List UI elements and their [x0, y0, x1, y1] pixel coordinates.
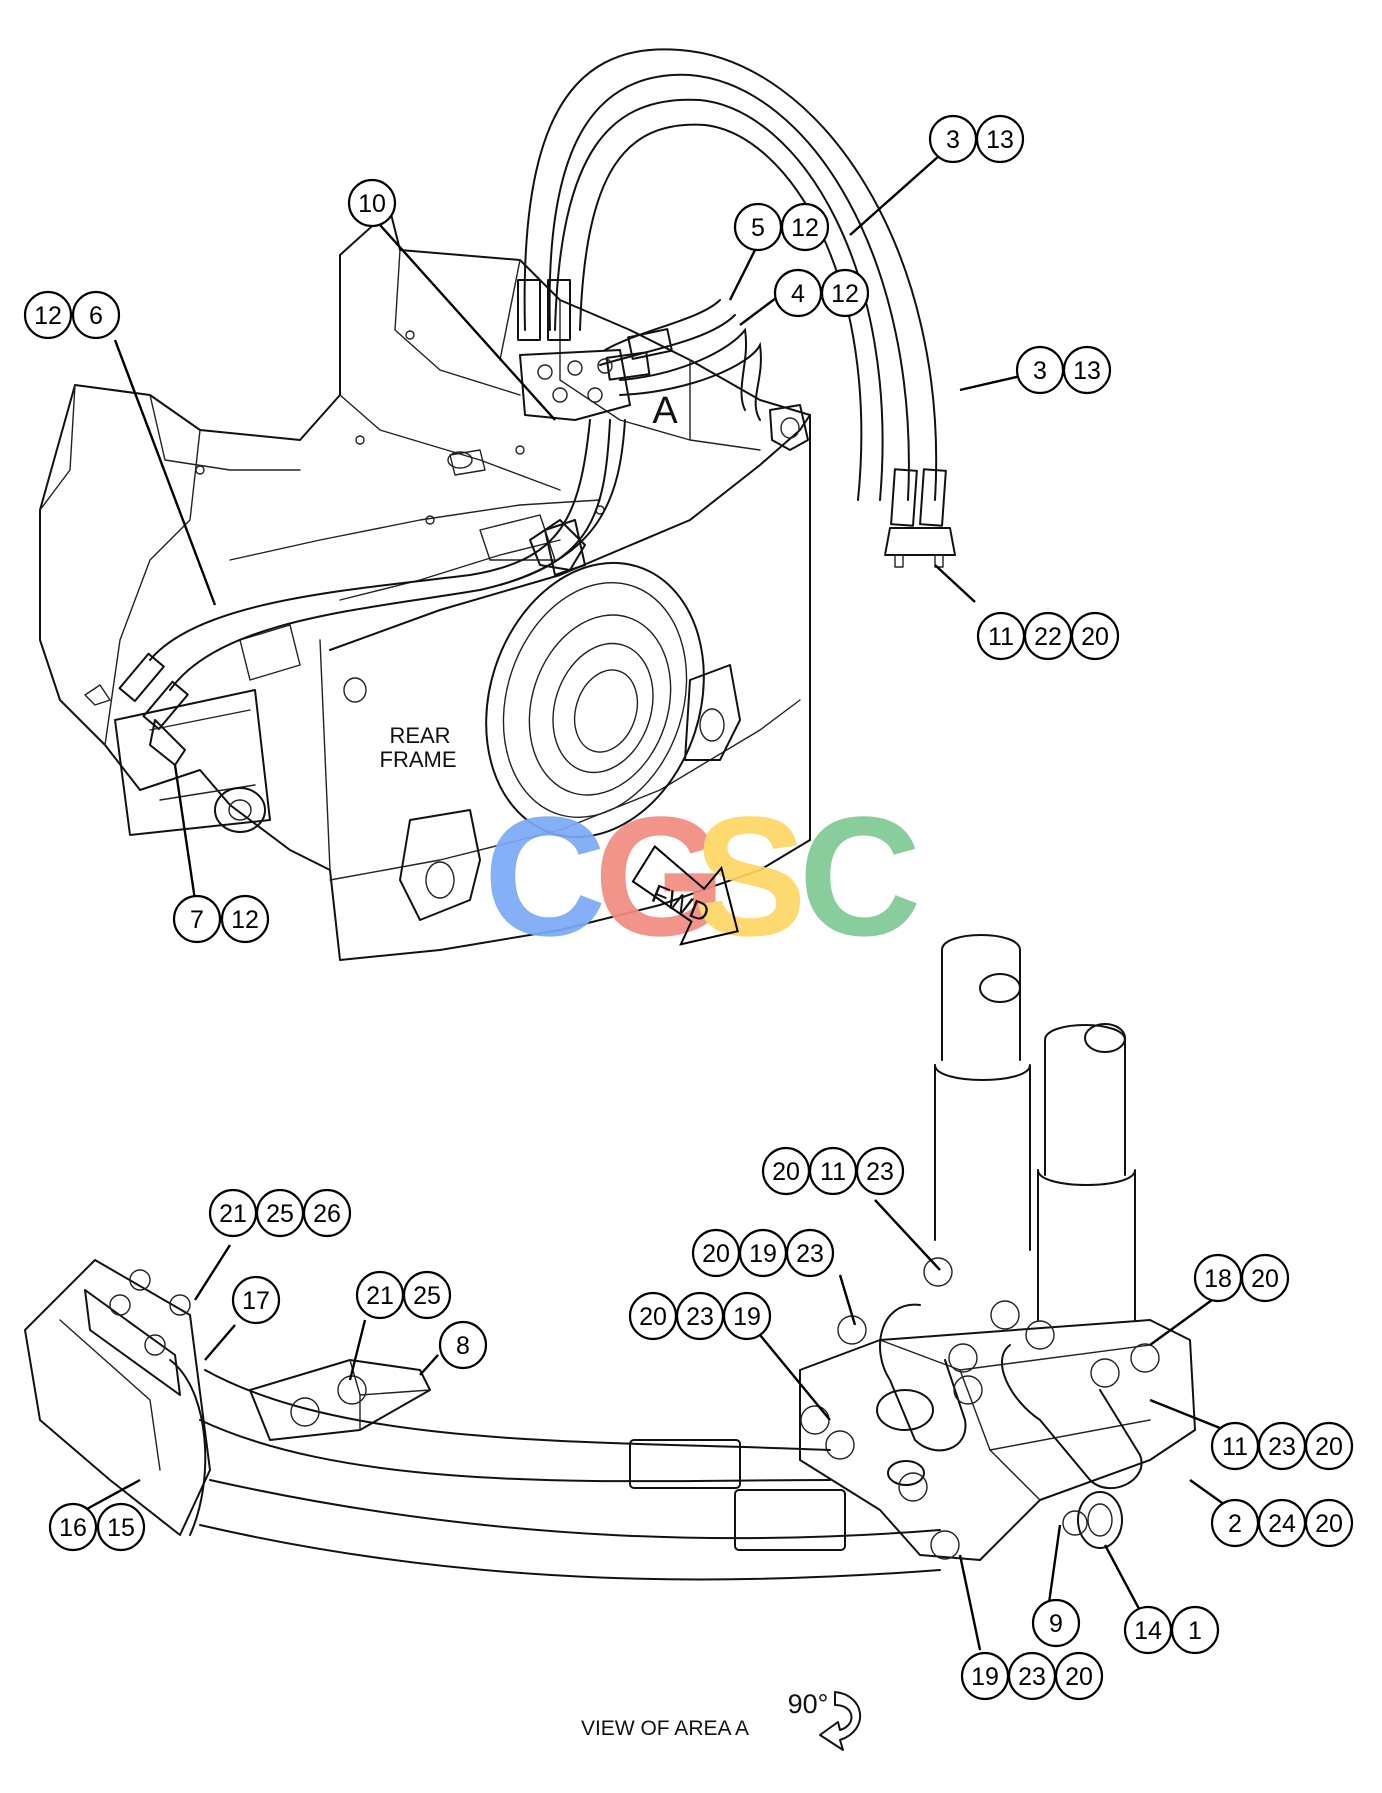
- callout-14-1: 14 1: [1123, 1605, 1220, 1655]
- callout-21-25-num-1: 21: [366, 1282, 394, 1310]
- callout-12-6-num-2: 6: [89, 302, 103, 330]
- callout-3-13-mid: 3 13: [1015, 345, 1112, 395]
- callout-20-11-23-num-2: 11: [820, 1158, 846, 1186]
- callout-17: 17: [231, 1275, 281, 1325]
- watermark-letter-1: C: [484, 782, 607, 972]
- upper-hoses: [84, 48, 956, 766]
- callout-18-20: 18 20: [1193, 1253, 1290, 1303]
- callout-19-23-20-num-2: 23: [1018, 1663, 1046, 1691]
- callout-9: 9: [1031, 1598, 1081, 1648]
- watermark-letter-3: S: [693, 782, 806, 972]
- callout-20-11-23: 20 11 23: [761, 1146, 905, 1196]
- callout-4-12-num-2: 12: [831, 280, 859, 308]
- callout-20-19-23-num-1: 20: [702, 1240, 730, 1268]
- cgsc-watermark: C G S C: [484, 782, 922, 972]
- callout-20-23-19-num-2: 23: [686, 1303, 714, 1331]
- callout-17-num-1: 17: [242, 1287, 270, 1315]
- callout-11-22-20-num-3: 20: [1081, 623, 1109, 651]
- callout-19-23-20: 19 23 20: [960, 1651, 1104, 1701]
- watermark-letter-2: G: [594, 782, 726, 972]
- callout-20-23-19-num-1: 20: [639, 1303, 667, 1331]
- callout-3-13-mid-num-2: 13: [1073, 357, 1101, 385]
- callout-21-25-26-num-3: 26: [313, 1200, 341, 1228]
- callout-9-num-1: 9: [1049, 1610, 1063, 1638]
- rear-frame-label-line1: REAR: [389, 723, 450, 748]
- callout-4-12: 4 12: [773, 268, 870, 318]
- callout-19-23-20-num-3: 20: [1065, 1663, 1093, 1691]
- callout-11-22-20-num-1: 11: [988, 623, 1014, 651]
- callout-8-num-1: 8: [456, 1332, 470, 1360]
- callout-20-11-23-num-1: 20: [772, 1158, 800, 1186]
- callout-3-13-top-num-1: 3: [946, 126, 960, 154]
- callout-16-15: 16 15: [48, 1502, 146, 1552]
- callout-2-24-20-num-3: 20: [1315, 1510, 1343, 1538]
- callout-20-19-23: 20 19 23: [691, 1228, 835, 1278]
- callout-14-1-num-1: 14: [1134, 1617, 1162, 1645]
- callout-10-num-1: 10: [358, 190, 386, 218]
- callout-16-15-num-2: 15: [107, 1514, 135, 1542]
- callout-2-24-20: 2 24 20: [1210, 1498, 1354, 1548]
- rear-frame-label-line2: FRAME: [380, 747, 457, 772]
- callout-20-19-23-num-3: 23: [796, 1240, 824, 1268]
- callout-3-13-top-num-2: 13: [986, 126, 1014, 154]
- callout-20-23-19: 20 23 19: [628, 1291, 772, 1341]
- callout-20-19-23-num-2: 19: [749, 1240, 777, 1268]
- callout-5-12-num-1: 5: [751, 214, 765, 242]
- callout-7-12-num-2: 12: [231, 906, 259, 934]
- area-label: A: [652, 390, 678, 432]
- callout-5-12: 5 12: [733, 202, 830, 252]
- callout-11-23-20-num-3: 20: [1315, 1433, 1343, 1461]
- callout-2-24-20-num-1: 2: [1228, 1510, 1242, 1538]
- callout-11-22-20-num-2: 22: [1034, 623, 1062, 651]
- callout-19-23-20-num-1: 19: [971, 1663, 999, 1691]
- callout-11-23-20-num-2: 23: [1268, 1433, 1296, 1461]
- callout-18-20-num-1: 18: [1204, 1265, 1232, 1293]
- callout-21-25-26: 21 25 26: [208, 1188, 352, 1238]
- callout-3-13-top: 3 13: [928, 114, 1025, 164]
- callout-2-24-20-num-2: 24: [1268, 1510, 1296, 1538]
- rotation-label: 90°: [788, 1689, 829, 1719]
- callout-21-25: 21 25: [355, 1270, 452, 1320]
- callout-11-23-20: 11 23 20: [1210, 1421, 1354, 1471]
- callout-21-25-26-num-1: 21: [219, 1200, 247, 1228]
- callout-10: 10: [347, 178, 397, 228]
- callout-21-25-num-2: 25: [413, 1282, 441, 1310]
- callout-5-12-num-2: 12: [791, 214, 819, 242]
- callout-8: 8: [438, 1320, 488, 1370]
- callout-16-15-num-1: 16: [59, 1514, 87, 1542]
- callout-7-12: 7 12: [172, 894, 270, 944]
- callout-7-12-num-1: 7: [190, 906, 204, 934]
- callout-12-6-num-1: 12: [34, 302, 62, 330]
- callout-20-11-23-num-3: 23: [866, 1158, 894, 1186]
- view-caption: VIEW OF AREA A: [581, 1717, 749, 1740]
- rotation-arrow-icon: [819, 1691, 861, 1751]
- callout-11-23-20-num-1: 11: [1222, 1433, 1248, 1461]
- callout-11-22-20: 11 22 20: [976, 611, 1120, 661]
- area-a-drawing: [24, 934, 1196, 1581]
- callout-14-1-num-2: 1: [1188, 1617, 1202, 1645]
- callout-21-25-26-num-2: 25: [266, 1200, 294, 1228]
- callout-4-12-num-1: 4: [791, 280, 805, 308]
- callout-20-23-19-num-3: 19: [733, 1303, 761, 1331]
- callout-3-13-mid-num-1: 3: [1033, 357, 1047, 385]
- callout-12-6: 12 6: [23, 290, 121, 340]
- watermark-letter-4: C: [799, 782, 922, 972]
- callout-18-20-num-2: 20: [1251, 1265, 1279, 1293]
